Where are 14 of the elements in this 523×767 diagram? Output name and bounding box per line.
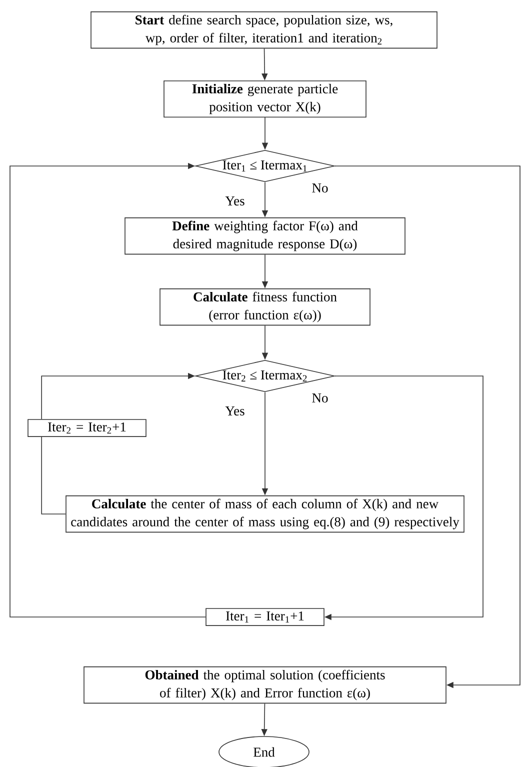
edge-label: No	[310, 182, 330, 194]
process-box: Calculate fitness function (error function ε(ω))	[160, 288, 370, 326]
process-box: Obtained the optimal solution (coefficients of filter) X(k) and Error function ε(ω)	[84, 666, 446, 704]
arrow	[10, 162, 206, 618]
arrow	[334, 166, 520, 688]
process-box: Iter$_{1}$ = Iter$_{1}$+1	[206, 608, 324, 626]
process-box: Initialize generate particle position vector X(k)	[164, 80, 366, 118]
process-box: Define weighting factor F(ω) and desired magnitude response D(ω)	[124, 217, 406, 255]
process-box: Calculate the center of mass of each column of X(k) and new candidates around the center of mass using eq.(8) and (9) respectively	[66, 495, 464, 533]
edge-label: Yes	[224, 406, 246, 416]
process-box: Iter$_{2}$ = Iter$_{2}$+1	[28, 419, 146, 437]
process-box: Start define search space, population size, ws, wp, order of filter, iteration1 and iteration$_{2}$	[90, 11, 438, 49]
edge-label: No	[310, 392, 330, 404]
edge-label: Yes	[224, 196, 246, 206]
